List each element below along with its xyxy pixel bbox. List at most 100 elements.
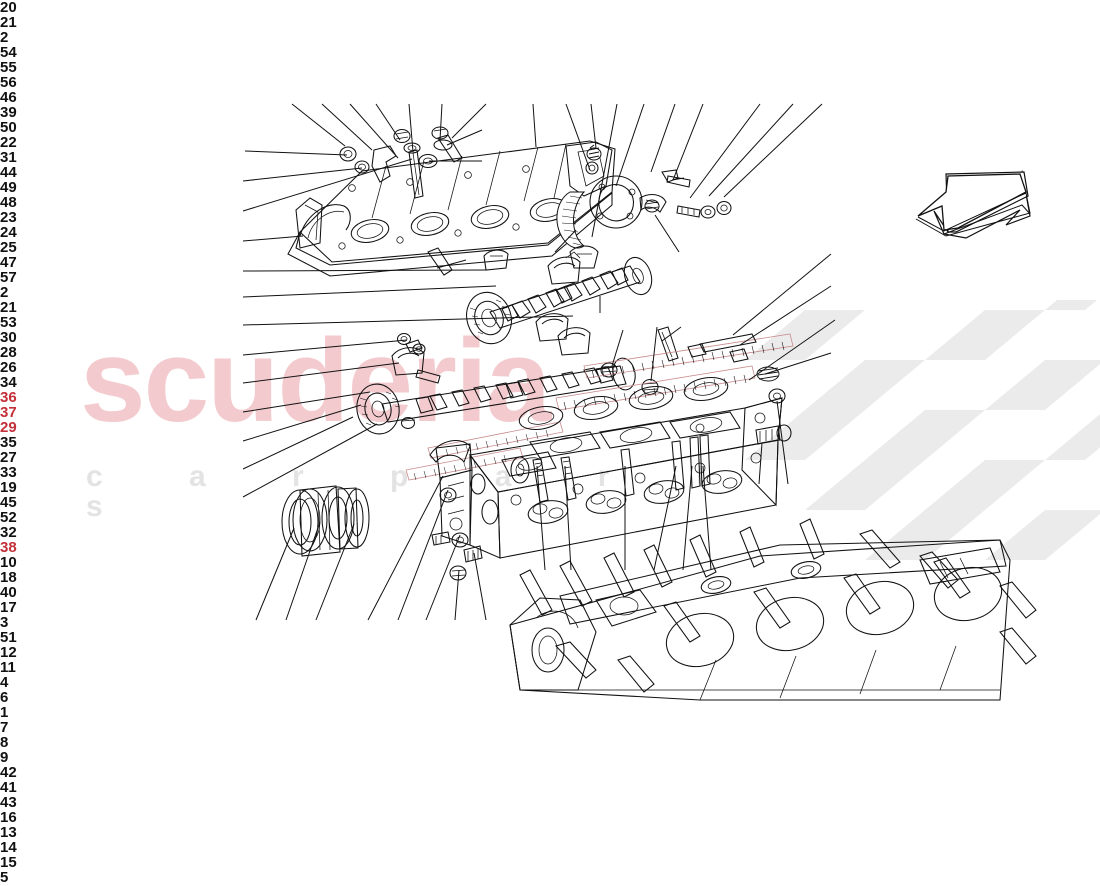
callout-number-57: 57 (0, 269, 17, 286)
leader-line (689, 103, 761, 199)
leader-line (653, 465, 677, 571)
leader-line (242, 362, 400, 384)
leader-line (408, 103, 414, 153)
leader-line (349, 103, 399, 159)
callout-number-40: 40 (0, 584, 17, 601)
leader-line (611, 329, 624, 367)
callout-number-4: 4 (0, 674, 9, 691)
callout-number-41: 41 (0, 779, 17, 796)
callout-number-11: 11 (0, 659, 16, 676)
leader-line (375, 103, 401, 141)
leader-line (532, 103, 537, 148)
leader-line (554, 229, 577, 253)
callout-number-29: 29 (0, 419, 17, 436)
callout-number-2: 2 (0, 284, 9, 301)
leader-line (454, 569, 460, 621)
callout-number-50: 50 (0, 119, 17, 136)
leader-line (242, 158, 413, 212)
right-small-parts (427, 144, 732, 276)
leader-line (367, 475, 444, 621)
leader-line (397, 489, 449, 621)
callout-number-45: 45 (0, 494, 17, 511)
leader-line (242, 423, 378, 498)
technical-illustration (242, 103, 1037, 701)
callout-number-21: 21 (0, 299, 17, 316)
leader-line (708, 103, 794, 197)
leader-line (321, 103, 373, 151)
orientation-arrow-icon (915, 169, 1031, 239)
callout-number-19: 19 (0, 479, 17, 496)
callout-number-26: 26 (0, 359, 17, 376)
leader-line (244, 150, 348, 156)
leader-lines (242, 103, 836, 621)
bottom-left-fasteners (431, 487, 483, 581)
leader-line (702, 465, 712, 571)
callout-number-34: 34 (0, 374, 17, 391)
callout-number-33: 33 (0, 464, 17, 481)
leader-line (654, 214, 680, 253)
callout-number-20: 20 (0, 0, 17, 16)
cylinder-head-part (429, 333, 792, 559)
callout-number-12: 12 (0, 644, 17, 661)
callout-number-37: 37 (0, 404, 17, 421)
leader-line (242, 315, 574, 326)
callout-number-48: 48 (0, 194, 17, 211)
callout-number-7: 7 (0, 719, 9, 736)
leader-line (661, 326, 682, 342)
leader-line (242, 167, 363, 182)
callout-number-3: 3 (0, 614, 9, 631)
callout-number-24: 24 (0, 224, 17, 241)
leader-line (615, 103, 645, 187)
callout-number-30: 30 (0, 329, 17, 346)
callout-number-15: 15 (0, 854, 17, 871)
leader-line (242, 416, 354, 470)
leader-line (748, 319, 836, 381)
callout-number-5: 5 (0, 869, 9, 886)
callout-number-47: 47 (0, 254, 17, 271)
leader-line (473, 552, 487, 621)
leader-line (451, 103, 487, 139)
callout-number-23: 23 (0, 209, 17, 226)
callout-number-17: 17 (0, 599, 17, 616)
callout-number-38: 38 (0, 539, 17, 556)
leader-line (682, 465, 693, 571)
leader-line (285, 521, 321, 621)
valve-cover-part (287, 140, 616, 277)
leader-line (291, 103, 346, 147)
timing-chain-part (405, 333, 794, 481)
leader-line (436, 259, 467, 269)
leader-line (242, 404, 362, 442)
callout-number-56: 56 (0, 74, 17, 91)
callout-number-36: 36 (0, 389, 17, 406)
callout-number-25: 25 (0, 239, 17, 256)
leader-line (732, 253, 832, 336)
callout-number-54: 54 (0, 44, 17, 61)
leader-line (242, 235, 304, 242)
leader-line (764, 352, 832, 375)
callout-number-55: 55 (0, 59, 17, 76)
engine-block-part (509, 518, 1037, 701)
callout-number-31: 31 (0, 149, 17, 166)
camshaft-lower-part (356, 313, 679, 435)
leader-line (672, 103, 704, 181)
leader-line (425, 534, 461, 621)
seal-ring-stack-part (281, 485, 370, 557)
callout-number-22: 22 (0, 134, 17, 151)
callout-number-2: 2 (0, 29, 9, 46)
callout-number-27: 27 (0, 449, 17, 466)
leader-line (439, 103, 443, 141)
leader-line (776, 400, 789, 485)
callout-number-35: 35 (0, 434, 17, 451)
callout-number-6: 6 (0, 689, 9, 706)
leader-line (650, 103, 676, 173)
leader-line (446, 129, 483, 146)
callout-number-53: 53 (0, 314, 17, 331)
callout-number-32: 32 (0, 524, 17, 541)
callout-number-28: 28 (0, 344, 17, 361)
callout-number-21: 21 (0, 14, 17, 31)
leader-line (536, 465, 546, 571)
callout-number-8: 8 (0, 734, 9, 751)
leader-line (242, 339, 408, 356)
